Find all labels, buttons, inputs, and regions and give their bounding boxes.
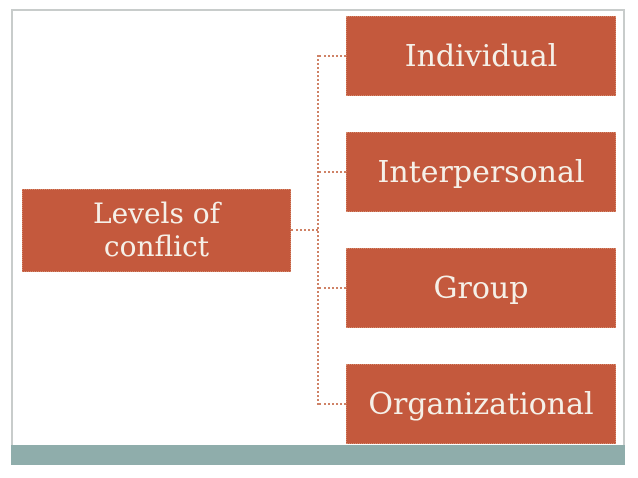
root-node-label: Levels of conflict xyxy=(93,197,220,263)
child-node-label: Organizational xyxy=(368,386,594,422)
connector-branch-individual xyxy=(319,55,346,57)
connector-branch-organizational xyxy=(319,403,346,405)
child-node-label: Individual xyxy=(404,38,558,74)
connector-branch-interpersonal xyxy=(319,171,346,173)
child-node-group: Group xyxy=(346,248,616,328)
child-node-individual: Individual xyxy=(346,16,616,96)
hierarchy-connector-trunk xyxy=(317,55,319,405)
child-node-organizational: Organizational xyxy=(346,364,616,444)
root-node-levels-of-conflict: Levels of conflict xyxy=(22,189,291,272)
child-node-interpersonal: Interpersonal xyxy=(346,132,616,212)
child-node-label: Interpersonal xyxy=(377,154,585,190)
slide-footer-band xyxy=(11,445,625,465)
connector-branch-group xyxy=(319,287,346,289)
child-node-label: Group xyxy=(433,270,529,306)
connector-root-branch xyxy=(291,229,318,231)
